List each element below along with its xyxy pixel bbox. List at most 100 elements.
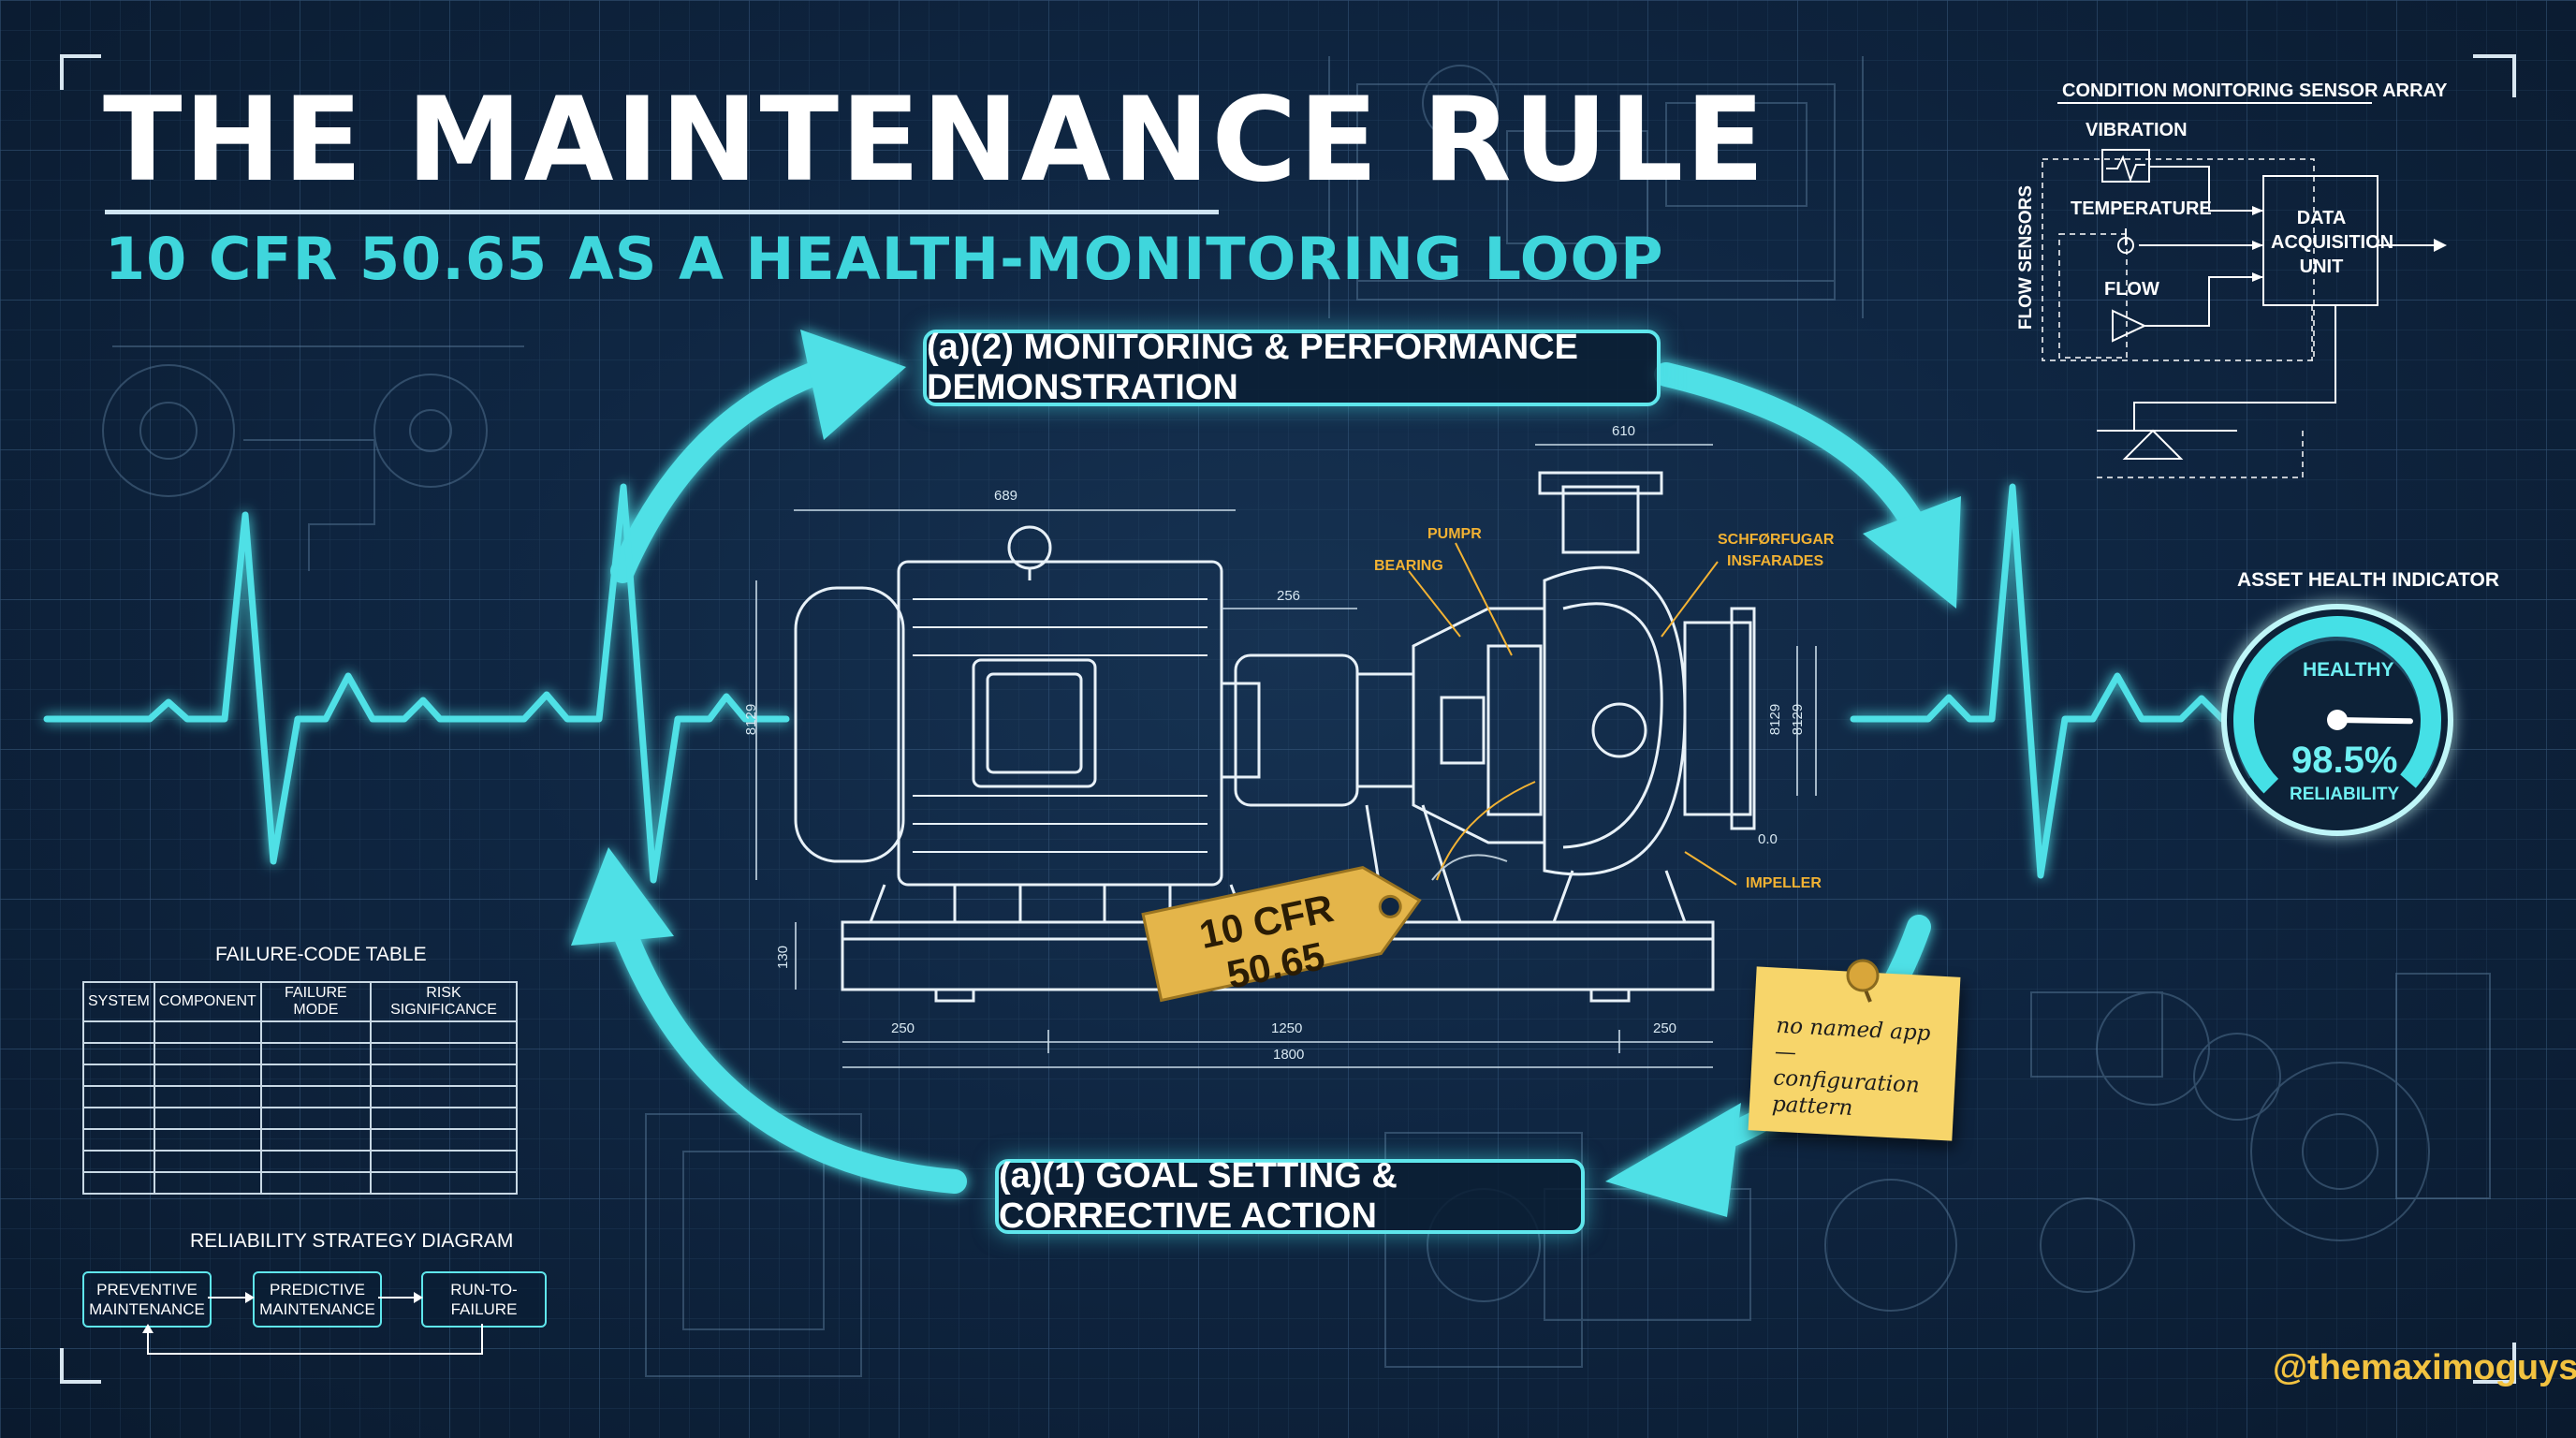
brand-handle: @themaximoguys xyxy=(2273,1348,2576,1387)
table-cell xyxy=(369,1171,519,1195)
table-cell xyxy=(82,1171,155,1195)
dim-small: 0.0 xyxy=(1758,831,1778,847)
table-cell xyxy=(259,1128,372,1152)
failure-table-header-2: FAILURE MODE xyxy=(259,981,372,1022)
daq-unit-label: DATA ACQUISITION UNIT xyxy=(2271,208,2394,277)
sensor-temperature-label: TEMPERATURE xyxy=(2071,198,2212,219)
health-indicator-title: ASSET HEALTH INDICATOR xyxy=(2237,569,2500,591)
table-cell xyxy=(259,1107,372,1130)
table-cell xyxy=(259,1020,372,1044)
table-cell xyxy=(153,1085,262,1108)
dim-top: 610 xyxy=(1612,423,1636,439)
table-cell xyxy=(153,1128,262,1152)
table-cell xyxy=(259,1150,372,1173)
strategy-title: RELIABILITY STRATEGY DIAGRAM xyxy=(190,1230,514,1252)
page-title: THE MAINTENANCE RULE xyxy=(103,73,1767,208)
loop-arrow-lower-left xyxy=(610,915,967,1194)
strategy-run-to-failure: RUN-TO-FAILURE xyxy=(421,1271,547,1328)
loop-arrowhead-bottom xyxy=(1605,1103,1741,1217)
title-underline xyxy=(105,210,1219,214)
table-cell xyxy=(369,1107,519,1130)
table-cell xyxy=(82,1085,155,1108)
table-cell xyxy=(82,1150,155,1173)
failure-table-header-0: SYSTEM xyxy=(82,981,155,1022)
loop-label-a2-text: (a)(2) MONITORING & PERFORMANCE DEMONSTR… xyxy=(927,328,1578,407)
gauge-needle xyxy=(2334,717,2413,725)
callout-insfarades: INSFARADES xyxy=(1727,553,1824,569)
dim-base-total: 1800 xyxy=(1273,1047,1305,1063)
table-cell xyxy=(369,1150,519,1173)
strategy-predictive: PREDICTIVE MAINTENANCE xyxy=(253,1271,382,1328)
table-cell xyxy=(82,1020,155,1044)
failure-table-title: FAILURE-CODE TABLE xyxy=(215,944,427,965)
table-row xyxy=(82,1107,519,1130)
failure-table-body xyxy=(82,1020,519,1195)
table-row xyxy=(82,1064,519,1087)
table-cell xyxy=(153,1042,262,1065)
page-subtitle: 10 CFR 50.65 AS A HEALTH-MONITORING LOOP xyxy=(105,225,1664,293)
table-row xyxy=(82,1150,519,1173)
table-cell xyxy=(82,1064,155,1087)
loop-label-a1: (a)(1) GOAL SETTING & CORRECTIVE ACTION xyxy=(995,1156,1585,1236)
table-row xyxy=(82,1042,519,1065)
dim-base-right: 250 xyxy=(1653,1020,1677,1036)
table-cell xyxy=(82,1128,155,1152)
callout-impeller: IMPELLER xyxy=(1746,875,1822,891)
table-cell xyxy=(259,1042,372,1065)
callout-bearing: BEARING xyxy=(1374,558,1443,574)
sensor-flow-label: FLOW xyxy=(2104,279,2159,300)
table-cell xyxy=(369,1042,519,1065)
table-cell xyxy=(259,1085,372,1108)
dim-coupling: 256 xyxy=(1277,588,1301,604)
health-value-label: RELIABILITY xyxy=(2290,785,2400,804)
strategy-run-to-failure-text: RUN-TO-FAILURE xyxy=(450,1280,518,1318)
table-row xyxy=(82,1020,519,1044)
table-cell xyxy=(369,1020,519,1044)
table-cell xyxy=(369,1085,519,1108)
table-row xyxy=(82,1128,519,1152)
table-row xyxy=(82,1085,519,1108)
strategy-preventive-text: PREVENTIVE MAINTENANCE xyxy=(89,1280,205,1318)
callout-pump: PUMPR xyxy=(1427,526,1482,542)
table-cell xyxy=(153,1107,262,1130)
table-cell xyxy=(369,1128,519,1152)
strategy-preventive: PREVENTIVE MAINTENANCE xyxy=(82,1271,212,1328)
sensor-vibration-label: VIBRATION xyxy=(2086,120,2188,140)
strategy-predictive-text: PREDICTIVE MAINTENANCE xyxy=(259,1280,375,1318)
table-cell xyxy=(153,1171,262,1195)
table-cell xyxy=(153,1150,262,1173)
sensor-array-title: CONDITION MONITORING SENSOR ARRAY xyxy=(2062,81,2448,101)
loop-arrowhead-right xyxy=(1863,496,1961,609)
dim-base-left: 250 xyxy=(891,1020,915,1036)
dim-base-mid: 1250 xyxy=(1271,1020,1303,1036)
loop-arrowhead-left xyxy=(571,847,674,946)
failure-table-header-1: COMPONENT xyxy=(153,981,262,1022)
failure-table-header-3: RISK SIGNIFICANCE xyxy=(369,981,519,1022)
table-cell xyxy=(153,1064,262,1087)
loop-arrowhead-top xyxy=(800,330,906,440)
callout-schfugar: SCHFØRFUGAR xyxy=(1718,532,1835,548)
table-row xyxy=(82,1171,519,1195)
loop-arrow-upper-left xyxy=(610,355,845,583)
table-cell xyxy=(369,1064,519,1087)
loop-label-a1-text: (a)(1) GOAL SETTING & CORRECTIVE ACTION xyxy=(999,1156,1398,1236)
table-cell xyxy=(259,1064,372,1087)
table-cell xyxy=(153,1020,262,1044)
health-status: HEALTHY xyxy=(2303,659,2394,681)
loop-label-a2: (a)(2) MONITORING & PERFORMANCE DEMONSTR… xyxy=(923,328,1661,407)
table-cell xyxy=(82,1107,155,1130)
health-value: 98.5% xyxy=(2291,740,2398,781)
loop-arrow-upper-right xyxy=(1654,362,1931,546)
table-cell xyxy=(82,1042,155,1065)
gauge-fill-arc xyxy=(2233,616,2441,794)
